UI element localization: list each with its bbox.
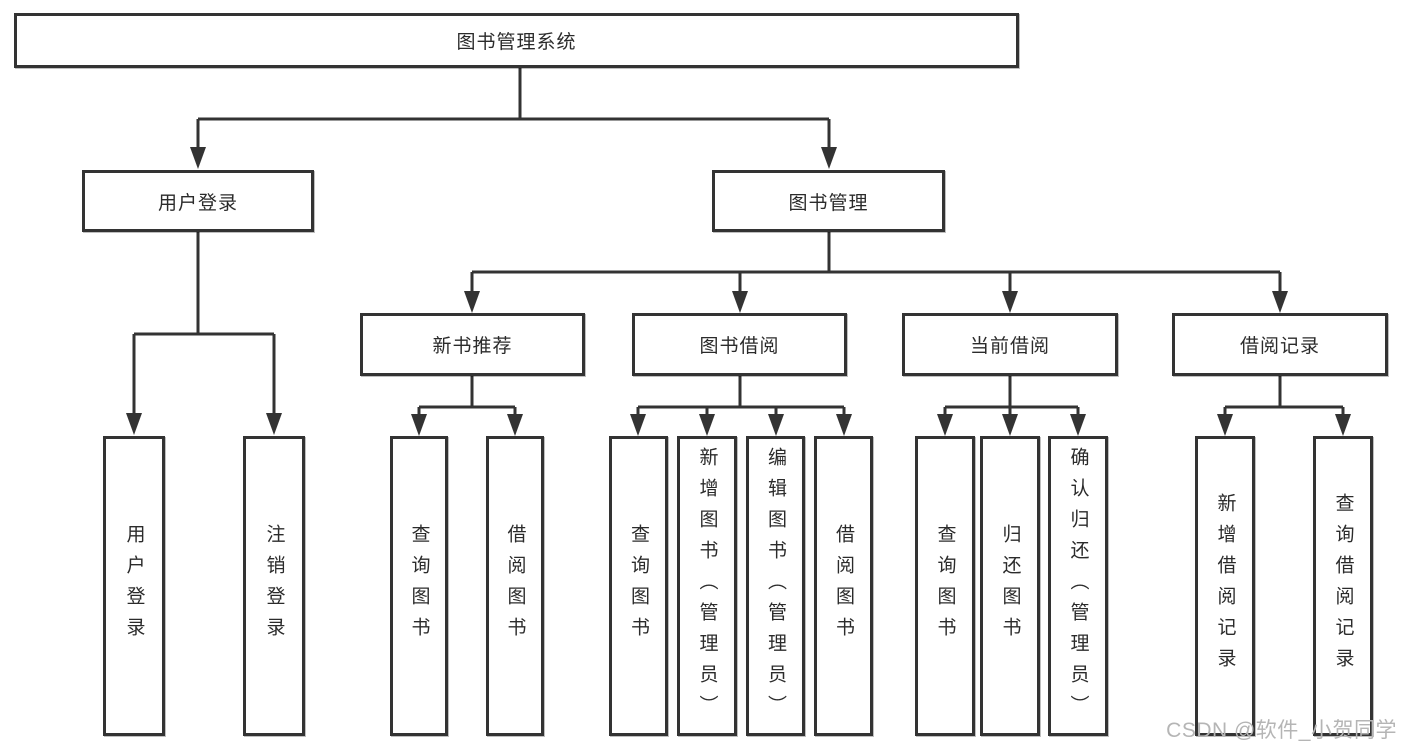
node-book-management-label: 图书管理 xyxy=(788,192,869,214)
leaf-nb-query-books-label: 查询图书 xyxy=(408,524,430,648)
leaf-bb-query-books: 查询图书 xyxy=(609,436,668,736)
leaf-cb-confirm-return-admin: 确认归还（管理员） xyxy=(1048,436,1108,736)
leaf-bb-edit-books-admin: 编辑图书（管理员） xyxy=(746,436,805,736)
leaf-cb-query-books-label: 查询图书 xyxy=(934,524,956,648)
leaf-cb-return-books: 归还图书 xyxy=(980,436,1040,736)
node-root-library-system: 图书管理系统 xyxy=(14,13,1019,68)
node-user-login-label: 用户登录 xyxy=(157,192,238,214)
leaf-bb-borrow-books: 借阅图书 xyxy=(814,436,873,736)
leaf-cb-query-books: 查询图书 xyxy=(915,436,975,736)
leaf-logout: 注销登录 xyxy=(243,436,305,736)
leaf-cb-return-books-label: 归还图书 xyxy=(999,524,1021,648)
leaf-br-query-record: 查询借阅记录 xyxy=(1313,436,1373,736)
node-new-book-recommend: 新书推荐 xyxy=(360,313,585,376)
leaf-user-login-label: 用户登录 xyxy=(123,524,145,648)
leaf-bb-borrow-books-label: 借阅图书 xyxy=(833,524,854,648)
leaf-br-query-record-label: 查询借阅记录 xyxy=(1332,493,1354,679)
node-root-label: 图书管理系统 xyxy=(456,32,577,53)
leaf-nb-borrow-books-label: 借阅图书 xyxy=(504,524,526,648)
node-book-borrow-label: 图书借阅 xyxy=(699,336,780,357)
node-new-book-recommend-label: 新书推荐 xyxy=(432,336,513,357)
leaf-br-add-record: 新增借阅记录 xyxy=(1195,436,1255,736)
leaf-nb-borrow-books: 借阅图书 xyxy=(486,436,544,736)
node-borrow-records-label: 借阅记录 xyxy=(1239,336,1320,357)
node-current-borrow: 当前借阅 xyxy=(902,313,1118,376)
leaf-bb-add-books-admin: 新增图书（管理员） xyxy=(677,436,737,736)
node-book-borrow: 图书借阅 xyxy=(632,313,847,376)
leaf-bb-edit-books-admin-label: 编辑图书（管理员） xyxy=(765,446,786,726)
leaf-logout-label: 注销登录 xyxy=(263,524,285,648)
node-borrow-records: 借阅记录 xyxy=(1172,313,1388,376)
leaf-bb-query-books-label: 查询图书 xyxy=(628,524,649,648)
leaf-bb-add-books-admin-label: 新增图书（管理员） xyxy=(696,446,718,726)
leaf-nb-query-books: 查询图书 xyxy=(390,436,448,736)
leaf-user-login: 用户登录 xyxy=(103,436,165,736)
leaf-cb-confirm-return-admin-label: 确认归还（管理员） xyxy=(1067,446,1089,726)
node-current-borrow-label: 当前借阅 xyxy=(969,336,1050,357)
csdn-watermark: CSDN @软件_小贺同学 xyxy=(1166,719,1397,742)
node-book-management: 图书管理 xyxy=(712,170,945,232)
node-user-login: 用户登录 xyxy=(82,170,314,232)
leaf-br-add-record-label: 新增借阅记录 xyxy=(1214,493,1236,679)
